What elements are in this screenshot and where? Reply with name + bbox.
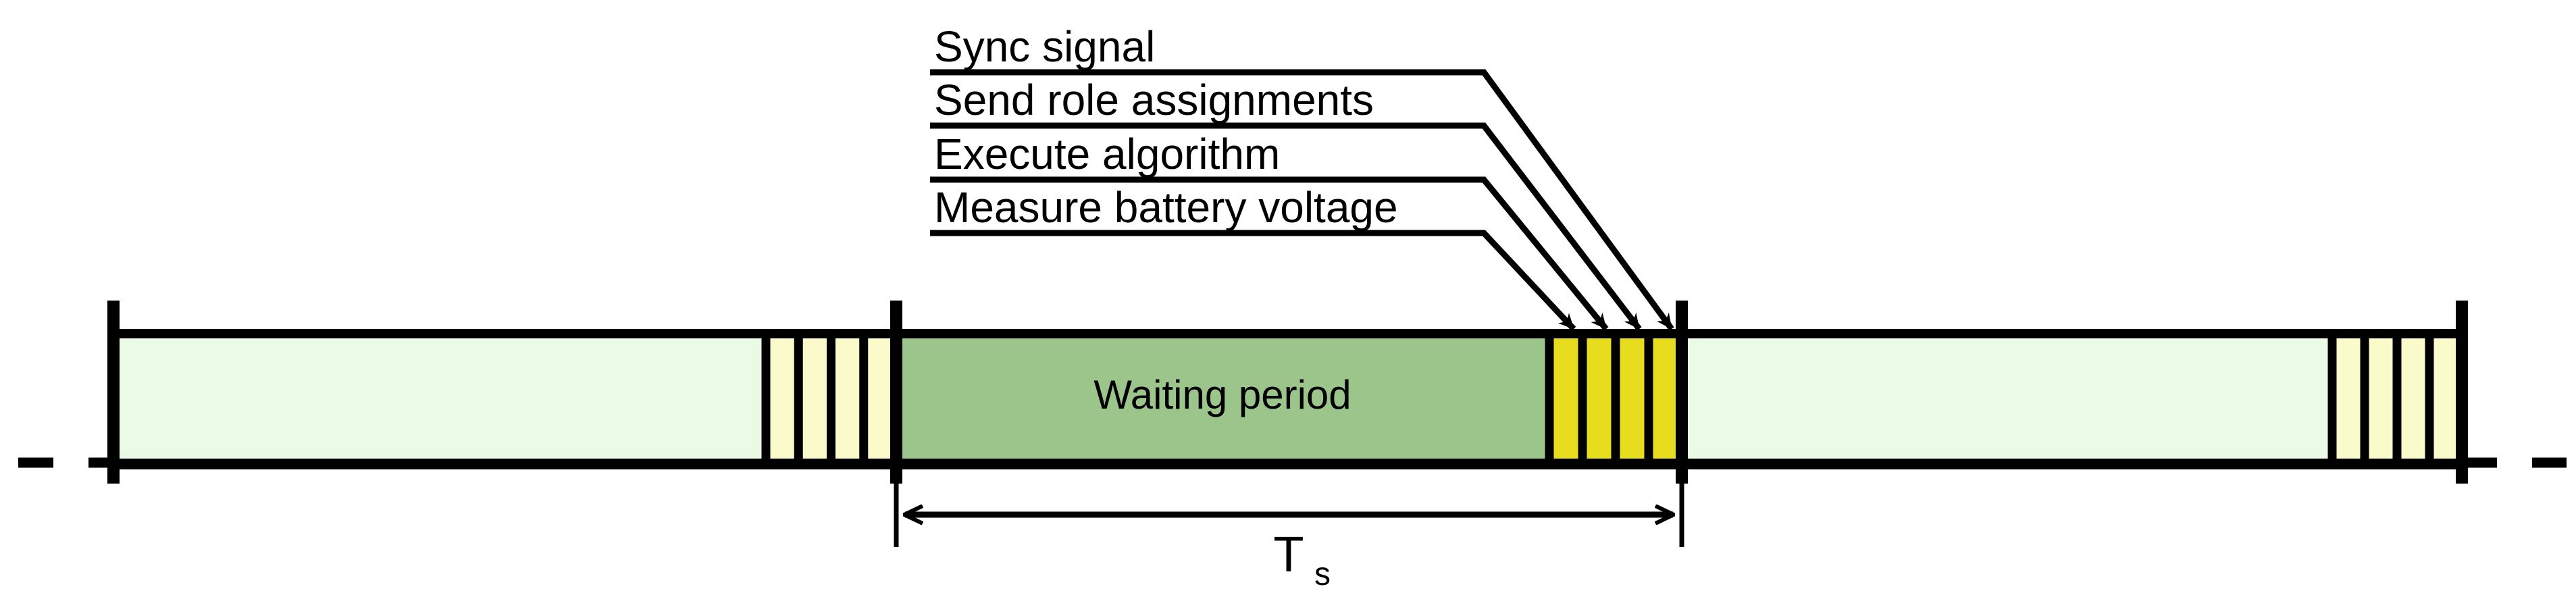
callout-leader-lines <box>930 69 1674 332</box>
callout-label-measure-battery-voltage: Measure battery voltage <box>934 183 1398 232</box>
segment-waiting-period <box>896 334 1549 464</box>
callout-label-send-role-assignments: Send role assignments <box>934 76 1374 124</box>
period-subscript: s <box>1314 557 1331 592</box>
segment-idle-left <box>113 334 766 464</box>
period-symbol: T <box>1273 526 1304 582</box>
leader-measure-battery-voltage <box>930 230 1576 332</box>
callout-label-execute-algorithm: Execute algorithm <box>934 130 1280 178</box>
segment-idle-right <box>1682 334 2332 464</box>
frame-boundary-ticks <box>107 301 2468 484</box>
leader-execute-algorithm <box>930 176 1609 331</box>
callout-label-sync-signal: Sync signal <box>934 22 1155 71</box>
waiting-period-label: Waiting period <box>1093 372 1351 417</box>
leader-sync-signal <box>930 69 1674 331</box>
leader-send-role-assignments <box>930 122 1642 331</box>
period-measurement: T s <box>894 466 1684 592</box>
timeline-bar-outline <box>113 329 2462 469</box>
